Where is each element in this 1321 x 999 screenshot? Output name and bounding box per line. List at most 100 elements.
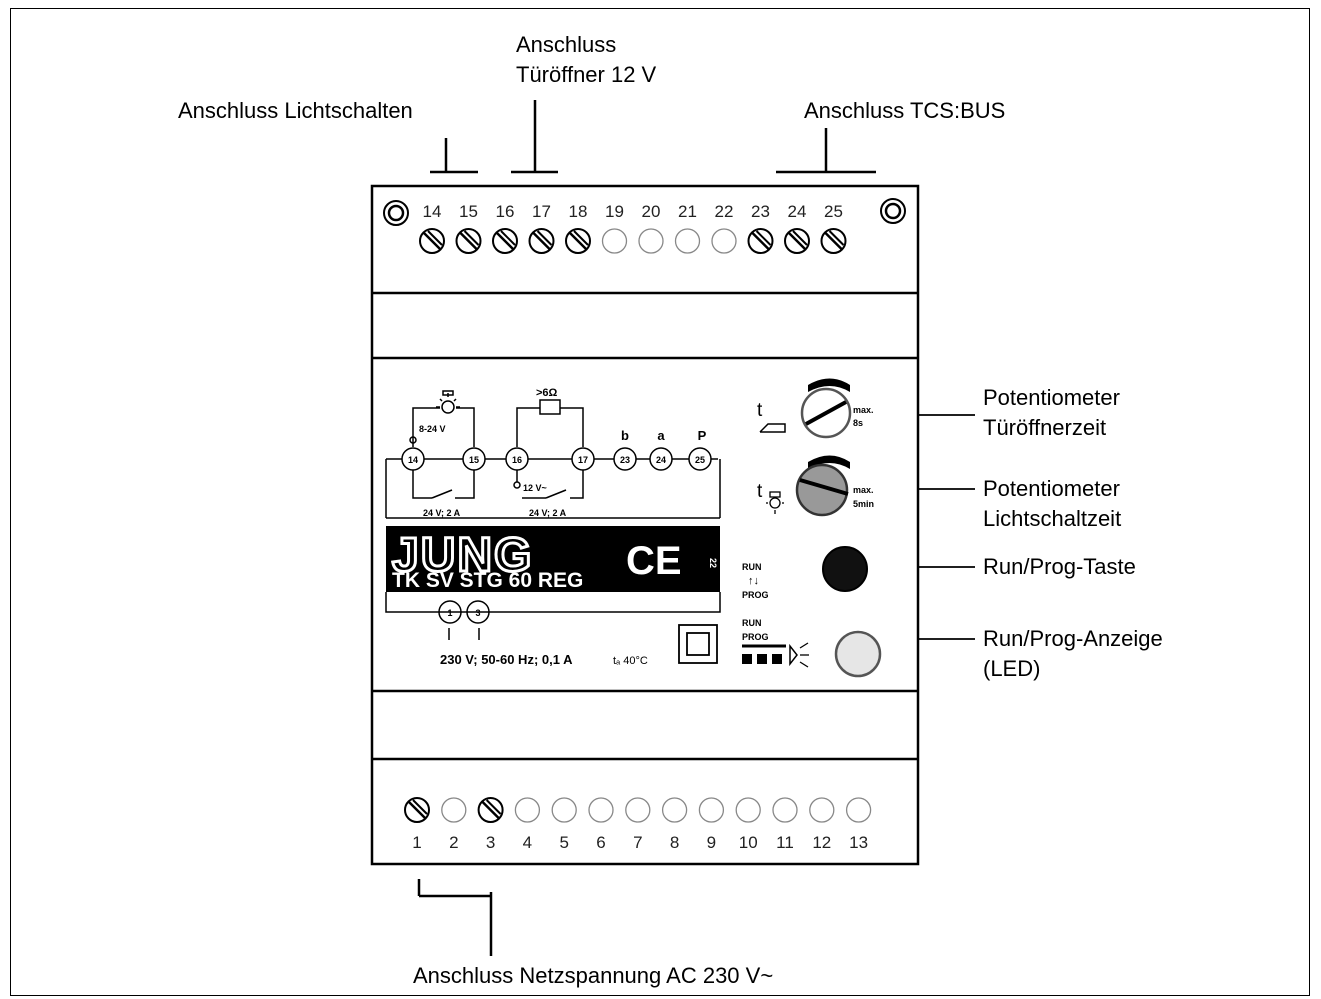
label-run-prog-anzeige-2: (LED)	[983, 656, 1040, 681]
run-prog-button[interactable]	[822, 546, 868, 592]
bottom-number-1: 1	[412, 833, 421, 852]
ta-text: tₐ 40°C	[613, 655, 648, 667]
diagram-frame	[10, 8, 1310, 996]
double-insulation-icon	[678, 624, 718, 664]
top-screw-slot-b-18	[573, 230, 589, 246]
device-housing	[370, 184, 920, 866]
bottom-number-6: 6	[596, 833, 605, 852]
top-number-24: 24	[788, 202, 807, 221]
schem-term-16: 16	[512, 455, 522, 465]
bottom-screw-slot-b-3	[485, 799, 502, 815]
top-terminal-21	[674, 228, 701, 254]
label-tueroeffner-2: Türöffner 12 V	[516, 62, 657, 87]
schem-term-14: 14	[408, 455, 418, 465]
label-pot-tuer-1: Potentiometer	[983, 385, 1120, 410]
light-icon	[766, 491, 784, 514]
label-netzspannung: Anschluss Netzspannung AC 230 V~	[413, 963, 773, 988]
supply-term-1: 1	[447, 608, 452, 618]
top-screw-slot-b-15	[463, 230, 480, 246]
top-number-14: 14	[423, 202, 442, 221]
bottom-number-11: 11	[776, 833, 794, 852]
bottom-screw-slot-1	[408, 801, 426, 819]
label-pot-licht-1: Potentiometer	[983, 476, 1120, 501]
ce-mark: CE	[626, 539, 682, 583]
pot-light-knob[interactable]	[795, 463, 849, 517]
bottom-terminal-9	[698, 797, 725, 823]
brand-plate: JUNG TK SV STG 60 REG CE 22	[386, 526, 720, 592]
schem-term-23: 23	[620, 455, 630, 465]
schem-term-25: 25	[695, 455, 705, 465]
top-screw-slot-14	[423, 232, 441, 250]
light-voltage: 8-24 V	[419, 424, 446, 434]
bottom-screw-slot-b-1	[412, 799, 428, 815]
label-pot-licht-2: Lichtschaltzeit	[983, 506, 1121, 531]
bottom-terminal-11	[772, 797, 798, 823]
top-terminal-22	[711, 228, 737, 254]
bottom-screw-slot-3	[481, 801, 500, 819]
bottom-number-12: 12	[812, 833, 831, 852]
bottom-number-10: 10	[739, 833, 758, 852]
brand-logo: JUNG	[392, 529, 533, 582]
top-screw-slot-23	[751, 232, 770, 250]
pot-door-t: t	[757, 400, 763, 421]
ce-small: 22	[708, 558, 718, 568]
label-run-prog-taste: Run/Prog-Taste	[983, 554, 1136, 579]
bus-label-b: b	[621, 428, 629, 443]
top-screw-slot-b-25	[828, 230, 845, 246]
bottom-number-8: 8	[670, 833, 679, 852]
top-screw-slot-24	[788, 232, 806, 250]
top-terminal-19	[601, 228, 628, 254]
led-symbol-icon	[742, 642, 809, 668]
bottom-number-5: 5	[559, 833, 568, 852]
door-voltage: 12 V~	[523, 483, 547, 493]
bottom-number-9: 9	[707, 833, 716, 852]
ohm-label: >6Ω	[536, 387, 558, 399]
top-number-20: 20	[642, 202, 661, 221]
top-screw-slot-17	[532, 232, 551, 250]
bottom-terminal-5	[551, 797, 577, 823]
top-screw-slot-b-24	[792, 230, 808, 246]
schem-term-15: 15	[469, 455, 479, 465]
light-bulb-icon	[436, 390, 460, 414]
model-name: TK SV STG 60 REG	[392, 569, 583, 592]
bottom-terminal-7	[625, 797, 651, 823]
bottom-number-2: 2	[449, 833, 458, 852]
pot-light[interactable]: t max. 5min	[757, 455, 874, 517]
top-number-15: 15	[459, 202, 478, 221]
schem-term-24: 24	[656, 455, 666, 465]
pot-light-t: t	[757, 481, 763, 502]
top-number-23: 23	[751, 202, 770, 221]
supply-term-3: 3	[475, 608, 480, 618]
relay1-rating: 24 V; 2 A	[423, 508, 461, 518]
pot-light-value: 5min	[853, 499, 874, 509]
bottom-terminal-10	[735, 797, 761, 823]
bottom-terminal-13	[845, 797, 872, 823]
top-screw-slot-18	[569, 232, 587, 250]
run-prog-led	[834, 630, 882, 678]
bottom-number-7: 7	[633, 833, 642, 852]
top-number-16: 16	[496, 202, 515, 221]
top-screw-slot-b-14	[427, 230, 443, 246]
supply-text: 230 V; 50-60 Hz; 0,1 A	[440, 652, 573, 667]
bottom-number-4: 4	[523, 833, 532, 852]
top-number-17: 17	[532, 202, 551, 221]
top-number-18: 18	[569, 202, 588, 221]
bottom-terminal-6	[588, 797, 614, 823]
top-screw-slot-b-23	[755, 230, 772, 246]
relay2-rating: 24 V; 2 A	[529, 508, 567, 518]
mounting-hole-right	[880, 198, 906, 224]
top-number-21: 21	[678, 202, 697, 221]
mounting-hole-left	[383, 200, 409, 226]
pot-door[interactable]: t max. 8s	[757, 378, 874, 439]
schem-term-17: 17	[578, 455, 588, 465]
top-screw-slot-25	[824, 232, 843, 250]
bus-label-p: P	[698, 428, 707, 443]
top-screw-slot-15	[459, 232, 478, 250]
door-icon	[759, 423, 786, 433]
label-run-prog-anzeige-1: Run/Prog-Anzeige	[983, 626, 1163, 651]
label-lichtschalten: Anschluss Lichtschalten	[178, 98, 413, 123]
top-screw-slot-16	[496, 232, 514, 250]
